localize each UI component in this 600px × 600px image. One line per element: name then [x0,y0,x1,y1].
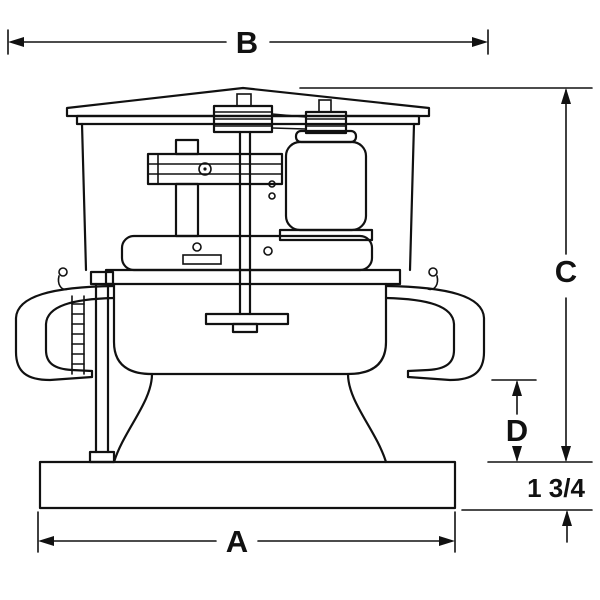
dimension-base-thickness: 1 3/4 [461,473,593,543]
body-side-right [408,122,416,272]
hood-outline [65,86,431,118]
arrowhead-bottom [512,446,522,462]
dimension-a-label: A [226,524,248,559]
pan-slot [182,254,222,265]
hood [65,86,431,126]
motor-body [284,140,368,232]
housing-outline [112,282,388,376]
flange-inner-curve [384,296,456,373]
fan-housing [112,282,388,376]
dimension-c-label: C [555,254,577,289]
pedestal [112,372,388,464]
rail-outline [146,152,284,186]
pedestal-curve-left [112,372,154,464]
arrowhead-left [38,536,54,546]
pipe-cap [89,270,115,286]
support-pipe [88,270,116,464]
rail-bolt [198,162,212,176]
arrowhead-up [562,510,572,526]
pulley-stud-right [318,99,332,113]
body-side-left [80,122,88,272]
drive-shaft [204,130,290,334]
pulley-stud-left [236,93,252,107]
arrowhead-top [561,88,571,104]
pedestal-curve-right [346,372,388,464]
machine-drawing [14,86,486,510]
flange-right [384,284,486,382]
deck-plate [104,268,402,286]
base-plate [38,460,457,510]
dimension-b-label: B [236,25,258,60]
pan-bolt [263,246,273,256]
hood-rim [75,114,421,126]
pan-bolt [192,242,202,252]
belt-line [271,127,307,130]
dimension-b: B [7,25,489,60]
hub-plate [204,312,290,326]
flange-inner-curve [44,296,116,373]
base-thickness-label: 1 3/4 [527,473,585,503]
belt-line [271,113,307,118]
arrowhead-right [472,37,488,47]
flange-left [14,284,116,382]
latch-pin-left [58,267,68,277]
hub-stub [231,322,259,334]
pulley-assembly [212,93,348,135]
latch-pin-right [428,267,438,277]
motor-bolt [268,192,276,200]
mounting-deck [104,234,402,286]
rail-upper-block [174,138,200,156]
latch-hook-left [57,275,69,291]
flange-outer-curve [384,284,486,382]
mounting-pan [120,234,374,272]
dimension-d: D [491,379,537,462]
base-plate-outline [38,460,457,510]
dimension-d-label: D [506,413,528,448]
flange-outer-curve [14,284,116,382]
motor [268,129,374,242]
dimension-c: C [299,87,593,463]
arrowhead-right [439,536,455,546]
pipe-foot [88,450,116,464]
arrowhead-bottom [561,446,571,462]
latch-hook-right [427,275,439,291]
motor-rail [146,138,284,238]
arrowhead-left [8,37,24,47]
cabinet-body [80,122,416,272]
dimension-a: A [37,511,456,559]
rail-support-column [174,182,200,238]
arrowhead-top [512,380,522,396]
rail-bolt-center [203,167,207,171]
pulley-small [304,110,348,135]
side-latches [57,267,439,291]
